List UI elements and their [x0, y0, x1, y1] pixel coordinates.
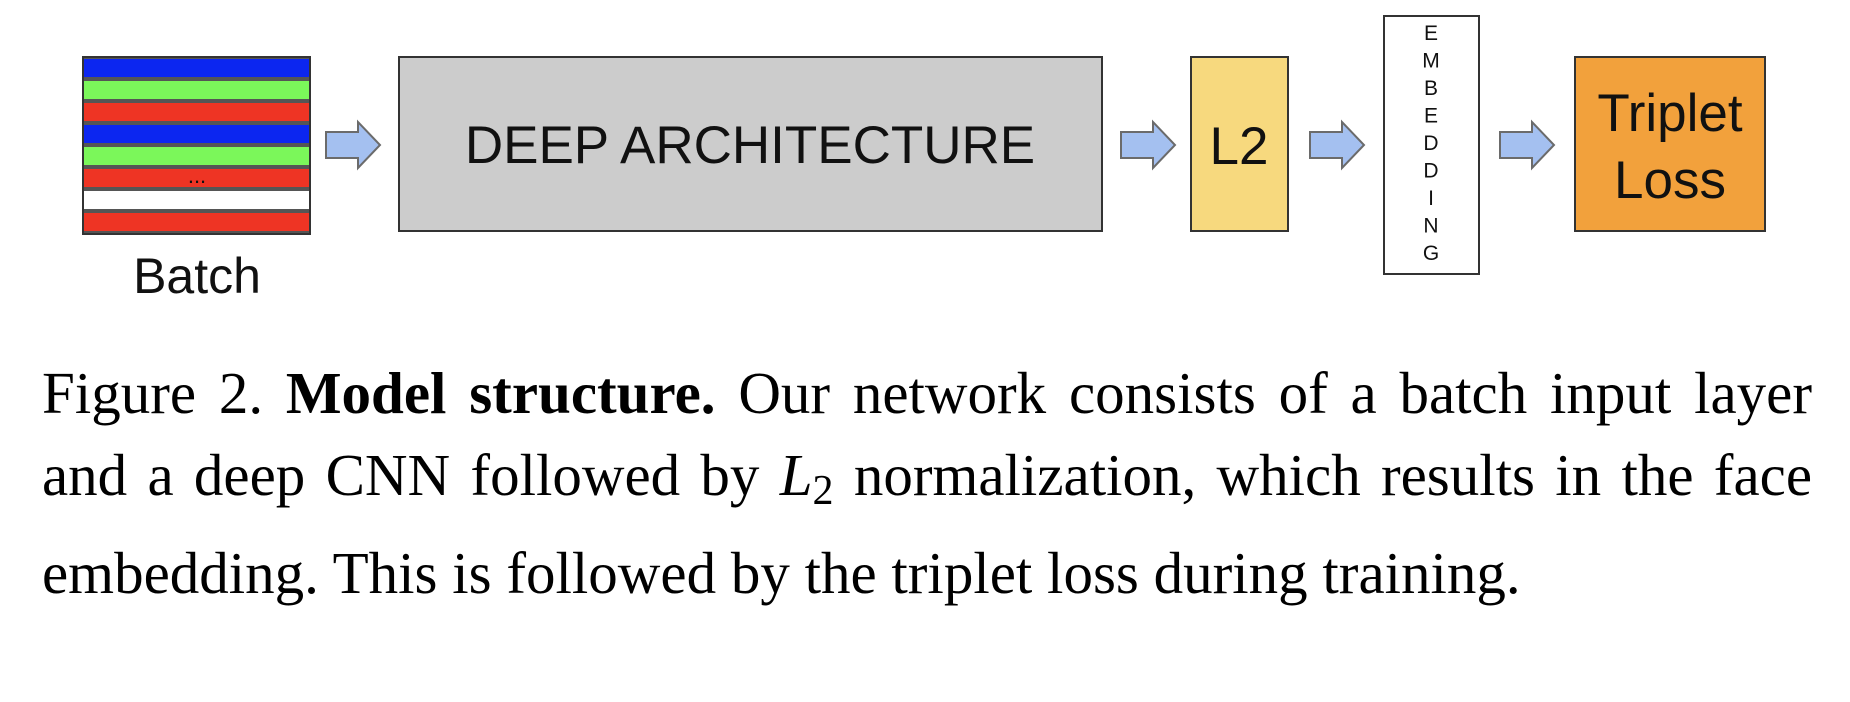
embedding-letter: M	[1422, 50, 1440, 73]
embedding-letter: B	[1424, 77, 1438, 100]
caption-math-subscript: 2	[812, 468, 834, 514]
batch-label: Batch	[133, 248, 261, 304]
embedding-letter: D	[1423, 160, 1438, 183]
caption-math-symbol: L	[779, 442, 813, 508]
triplet-loss-box	[1574, 56, 1766, 232]
caption-math-l2: L2	[779, 442, 834, 514]
batch-stripe-red	[84, 169, 309, 187]
l2-label: L2	[1210, 117, 1269, 176]
embedding-letter: I	[1428, 187, 1434, 210]
l2-normalization-box	[1190, 56, 1289, 232]
batch-stack: ...	[82, 56, 311, 235]
flow-arrow-icon	[1499, 119, 1556, 171]
flow-arrow-icon	[1120, 119, 1177, 171]
embedding-letter: D	[1423, 132, 1438, 155]
embedding-letter: E	[1424, 105, 1438, 128]
triplet-loss-label-line2: Loss	[1614, 151, 1726, 210]
embedding-letter: E	[1424, 22, 1438, 45]
embedding-letter: N	[1423, 215, 1438, 238]
batch-stripe-blue	[84, 125, 309, 143]
batch-stripe-white	[84, 191, 309, 209]
batch-stripe-red	[84, 213, 309, 231]
flow-arrow-icon	[325, 119, 382, 171]
model-structure-diagram: ... Batch DEEP ARCHITECTURE L2 EMBEDDING…	[82, 15, 1766, 304]
caption-body-part1: Our network consists of a batch input la…	[42, 360, 1812, 508]
figure-caption: Figure 2. Model structure. Our network c…	[42, 352, 1812, 614]
deep-architecture-label: DEEP ARCHITECTURE	[465, 116, 1035, 175]
flow-arrow-icon	[1309, 119, 1366, 171]
caption-title: Model structure.	[285, 360, 716, 426]
batch-stripe-green	[84, 81, 309, 99]
deep-architecture-box	[398, 56, 1103, 232]
batch-stripe-red	[84, 103, 309, 121]
caption-body-part2: normalization, which results in the face…	[42, 442, 1813, 606]
batch-stripe-green	[84, 147, 309, 165]
batch-stripe-blue	[84, 59, 309, 77]
embedding-box	[1383, 15, 1480, 275]
embedding-letter: G	[1423, 242, 1439, 265]
triplet-loss-label-line1: Triplet	[1597, 84, 1743, 143]
batch-ellipsis: ...	[188, 163, 206, 188]
caption-figure-label: Figure 2.	[42, 360, 264, 426]
